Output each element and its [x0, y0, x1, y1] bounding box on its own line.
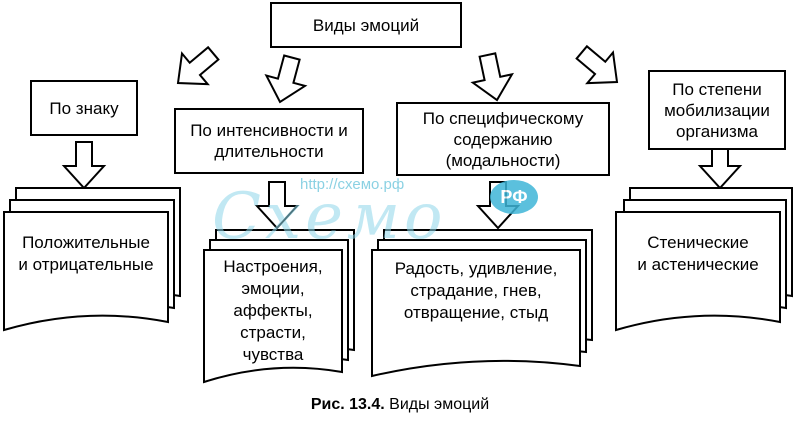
result-line: Стенические [647, 233, 749, 252]
category-label: По степени мобилизации организма [664, 79, 770, 141]
result-text-sign: Положительные и отрицательные [4, 232, 168, 276]
result-line: аффекты, [233, 301, 313, 320]
caption-text: Виды эмоций [384, 396, 490, 413]
result-text-modality: Радость, удивление, страдание, гнев, отв… [372, 258, 580, 324]
result-line: отвращение, стыд [403, 303, 549, 322]
arrow-to-sign [164, 37, 228, 100]
category-label: По знаку [49, 98, 119, 118]
category-box-mobilization: По степени мобилизации организма [648, 70, 786, 150]
category-box-intensity: По интенсивности и длительности [174, 108, 364, 174]
category-label: По специфическому содержанию (модальност… [422, 108, 584, 170]
arrow-to-intensity [259, 51, 313, 109]
result-stack-intensity [203, 229, 355, 384]
result-line: и отрицательные [18, 255, 154, 274]
watermark-badge: РФ [490, 180, 538, 214]
watermark-url: http://схемо.рф [300, 176, 405, 193]
result-text-mobilization: Стенические и астенические [616, 232, 780, 276]
arrow-sign-result [63, 141, 105, 189]
result-stack-modality [371, 229, 593, 378]
root-label: Виды эмоций [312, 15, 420, 35]
result-stack-sign [3, 187, 181, 332]
result-text-intensity: Настроения, эмоции, аффекты, страсти, чу… [204, 256, 342, 366]
category-label: По интенсивности и длительности [190, 121, 348, 161]
watermark-logo: Схемо [212, 180, 447, 254]
result-line: Настроения, [223, 257, 323, 276]
category-box-sign: По знаку [30, 80, 138, 136]
root-box: Виды эмоций [270, 2, 462, 48]
category-box-modality: По специфическому содержанию (модальност… [396, 102, 610, 176]
figure-caption: Рис. 13.4. Виды эмоций [0, 396, 800, 414]
result-line: страсти, [240, 323, 306, 342]
arrow-to-modality [466, 49, 518, 106]
result-line: эмоции, [241, 279, 305, 298]
caption-number: Рис. 13.4. [310, 396, 385, 413]
result-line: страдание, гнев, [410, 281, 542, 300]
result-line: Радость, удивление, [394, 259, 558, 278]
result-line: и астенические [637, 255, 759, 274]
result-line: чувства [242, 345, 304, 364]
result-stack-mobilization [615, 187, 793, 332]
arrow-to-mobilization [567, 36, 631, 99]
result-line: Положительные [22, 233, 150, 252]
